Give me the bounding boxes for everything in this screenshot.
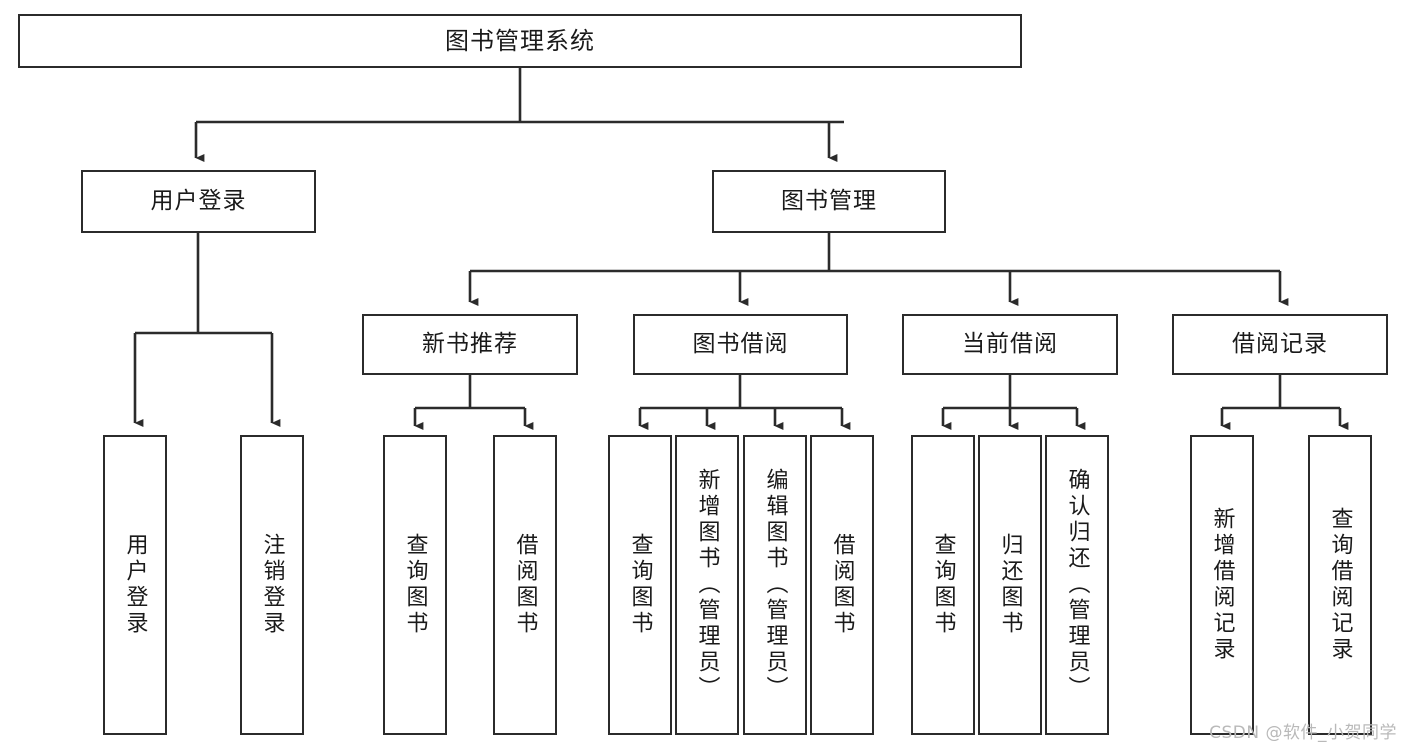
node-leaf-add-book-admin[interactable]: 新增图书（管理员） [675, 435, 739, 735]
node-leaf-add-borrow-record[interactable]: 新增借阅记录 [1190, 435, 1254, 735]
node-book-borrow[interactable]: 图书借阅 [633, 314, 848, 375]
node-leaf-query-borrow-record[interactable]: 查询借阅记录 [1308, 435, 1372, 735]
node-label: 确认归还（管理员） [1064, 468, 1090, 702]
node-label: 新书推荐 [422, 330, 518, 357]
node-label: 查询图书 [627, 533, 653, 637]
node-leaf-borrow-book[interactable]: 借阅图书 [810, 435, 874, 735]
node-label: 查询图书 [930, 533, 956, 637]
watermark: CSDN @软件_小贺同学 [1209, 723, 1397, 743]
node-leaf-query-book-borrow[interactable]: 查询图书 [608, 435, 672, 735]
node-label: 注销登录 [259, 533, 285, 637]
node-borrow-record[interactable]: 借阅记录 [1172, 314, 1388, 375]
node-label: 借阅图书 [829, 533, 855, 637]
node-label: 查询图书 [402, 533, 428, 637]
node-label: 图书借阅 [692, 330, 789, 357]
node-book-management[interactable]: 图书管理 [712, 170, 946, 233]
node-new-book-recommendation[interactable]: 新书推荐 [362, 314, 578, 375]
node-leaf-return-book[interactable]: 归还图书 [978, 435, 1042, 735]
node-label: 编辑图书（管理员） [762, 468, 788, 702]
node-leaf-borrow-book-newbook[interactable]: 借阅图书 [493, 435, 557, 735]
node-leaf-edit-book-admin[interactable]: 编辑图书（管理员） [743, 435, 807, 735]
node-label: 归还图书 [997, 533, 1023, 637]
node-leaf-query-book-current[interactable]: 查询图书 [911, 435, 975, 735]
node-label: 新增借阅记录 [1209, 507, 1235, 663]
node-label: 新增图书（管理员） [694, 468, 720, 702]
node-label: 查询借阅记录 [1327, 507, 1353, 663]
node-label: 用户登录 [150, 187, 247, 214]
node-label: 用户登录 [122, 533, 148, 637]
node-label: 图书管理 [781, 187, 877, 214]
node-leaf-user-login[interactable]: 用户登录 [103, 435, 167, 735]
node-label: 图书管理系统 [445, 26, 595, 55]
node-label: 借阅图书 [512, 533, 538, 637]
node-label: 当前借阅 [962, 330, 1058, 357]
node-user-login[interactable]: 用户登录 [81, 170, 316, 233]
node-current-borrow[interactable]: 当前借阅 [902, 314, 1118, 375]
node-leaf-confirm-return-admin[interactable]: 确认归还（管理员） [1045, 435, 1109, 735]
node-leaf-logout[interactable]: 注销登录 [240, 435, 304, 735]
node-label: 借阅记录 [1232, 330, 1328, 357]
node-leaf-query-book-newbook[interactable]: 查询图书 [383, 435, 447, 735]
node-root-book-management-system[interactable]: 图书管理系统 [18, 14, 1022, 68]
